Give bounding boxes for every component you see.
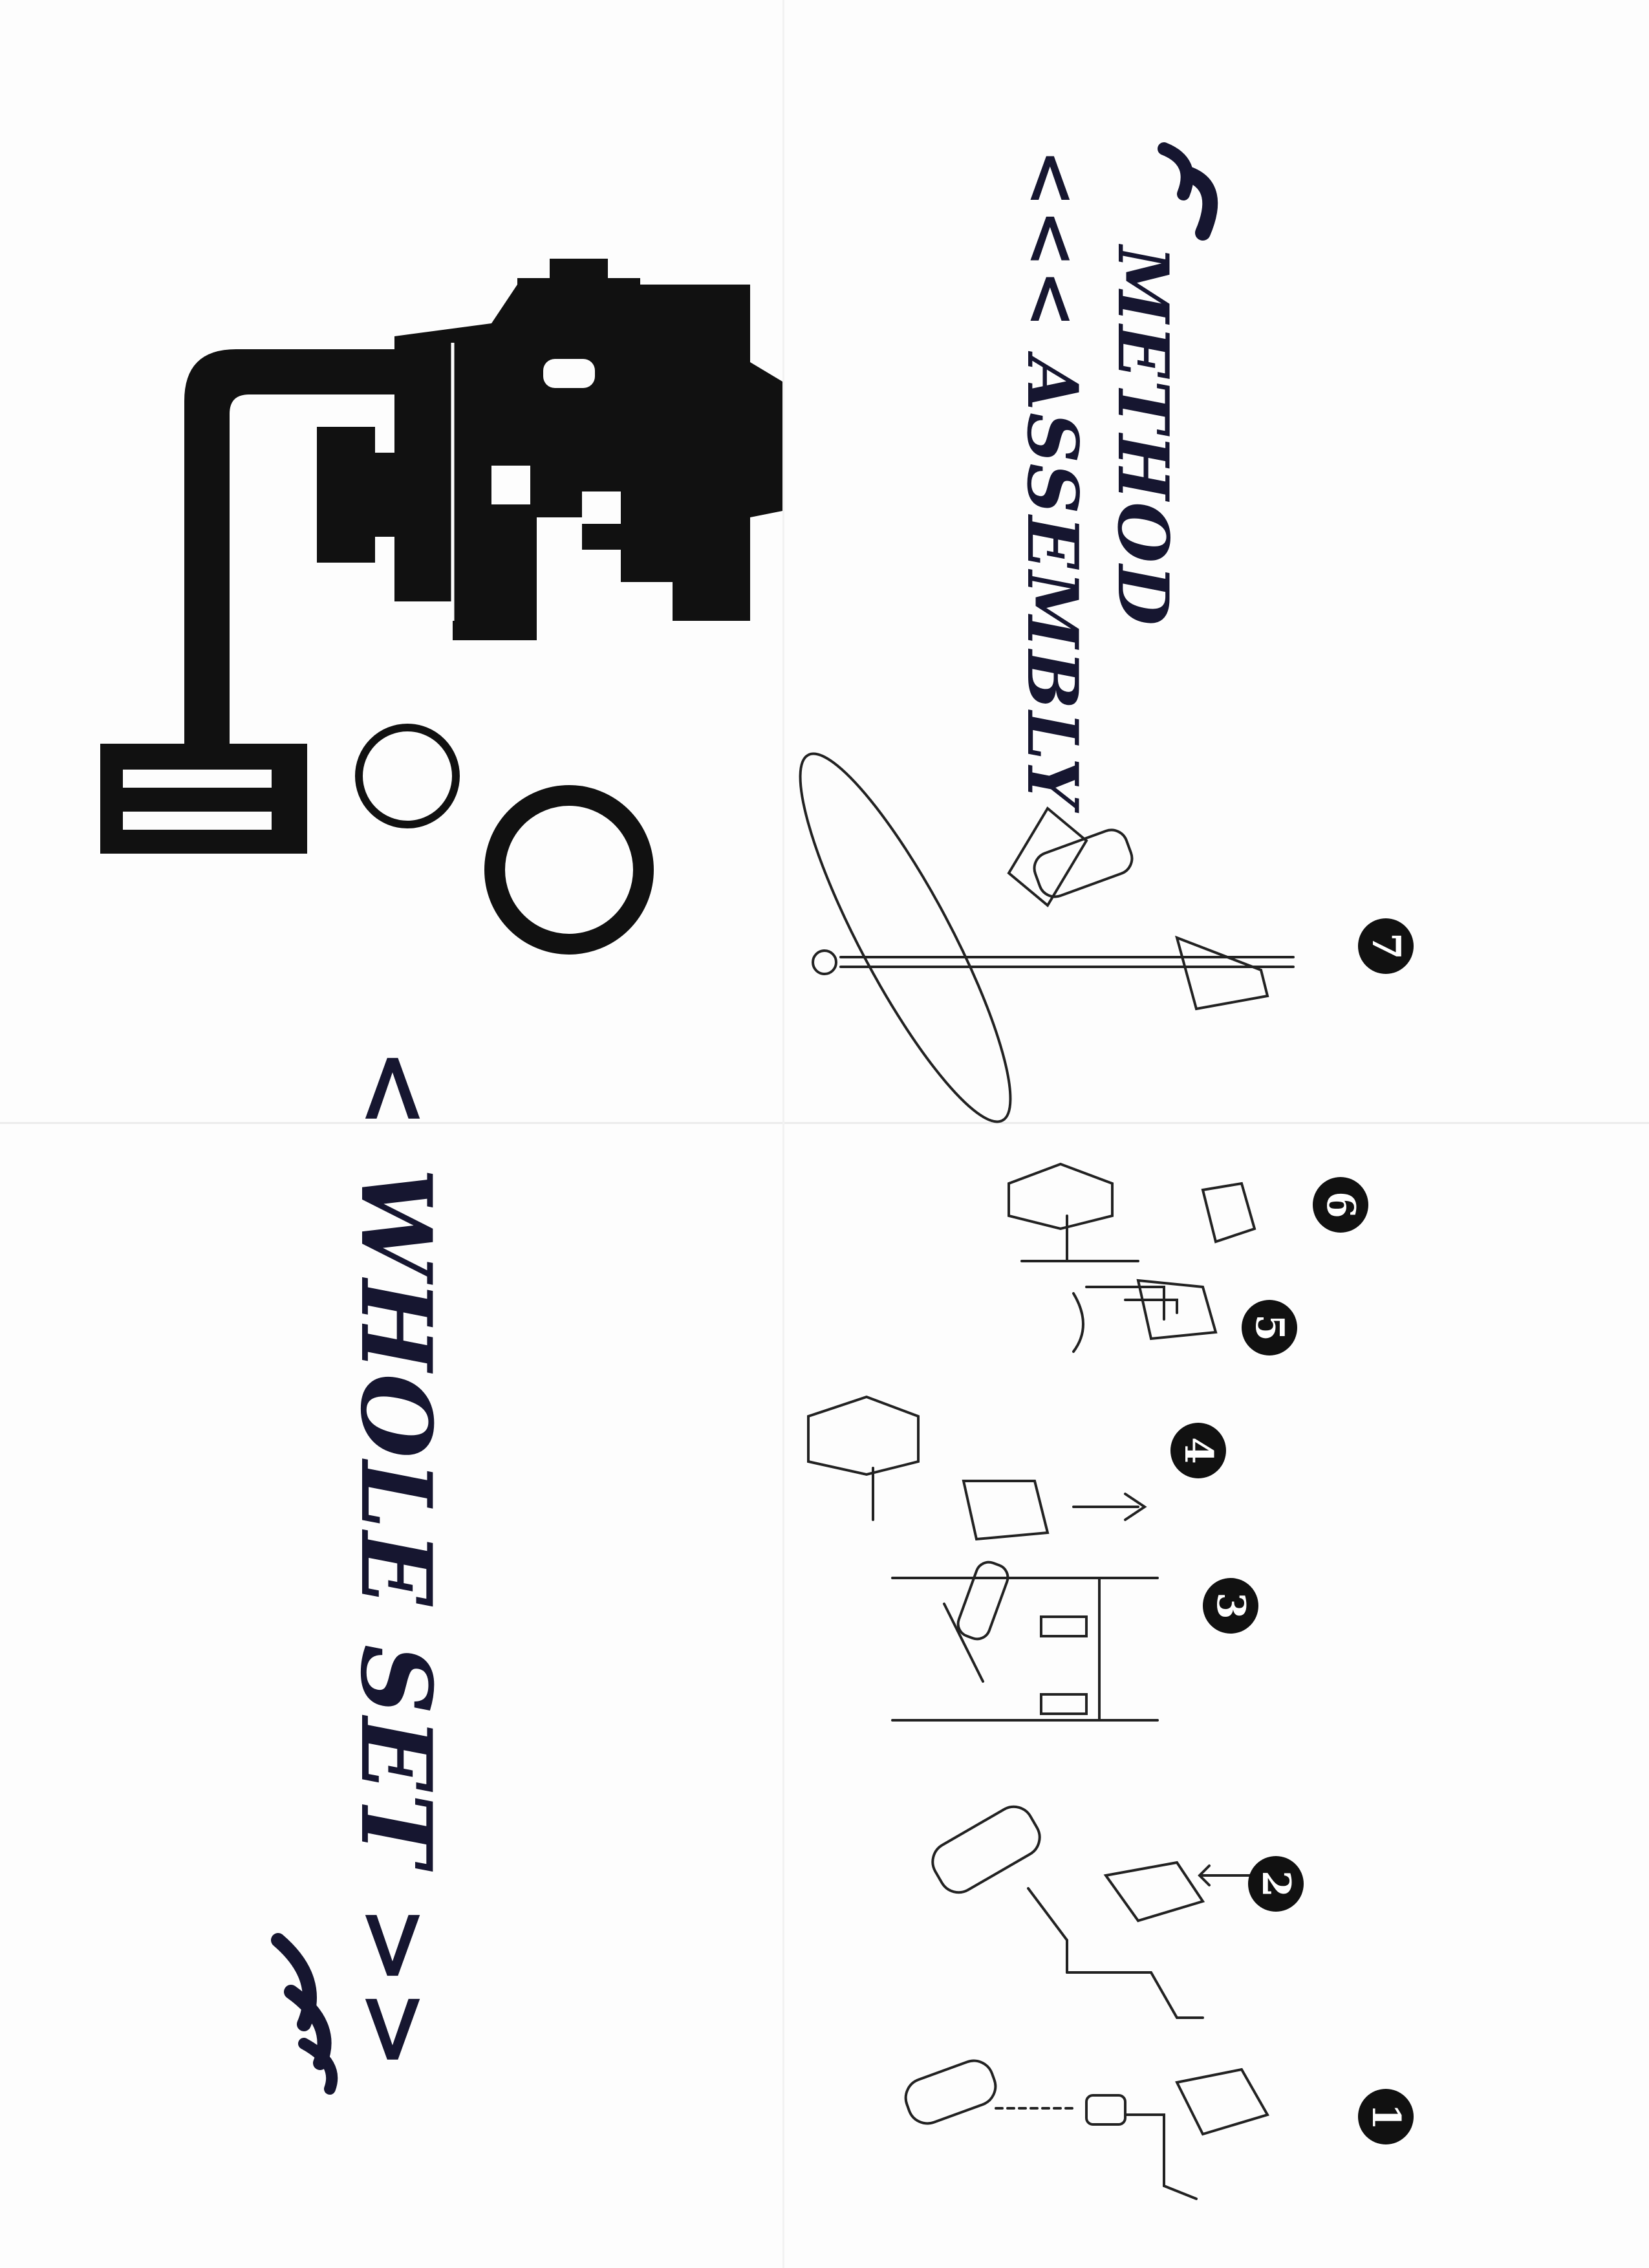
step-3-diagram (891, 1561, 1159, 1722)
step-badge-5: 5 (1242, 1300, 1297, 1355)
step-badge-6: 6 (1313, 1177, 1368, 1233)
step-5-diagram (1072, 1279, 1218, 1353)
step-1-diagram (904, 2059, 1269, 2200)
step-badge-7: 7 (1358, 918, 1414, 974)
assembly-title-line2: METHOD (1102, 246, 1183, 628)
signal-waves-icon (271, 1933, 338, 2095)
step-badge-2: 2 (1248, 1856, 1304, 1912)
step-6-diagram (1008, 1162, 1256, 1321)
step-2-diagram (931, 1805, 1273, 2019)
microphone-clip-holder-icon (100, 259, 782, 854)
step-badge-4: 4 (1170, 1423, 1226, 1478)
assembly-title-line1: <<< ASSEMBLY (1011, 149, 1093, 810)
headline-text: WHOLE SET >> (339, 1167, 453, 2073)
step-7-diagram (799, 752, 1295, 1123)
fold-line-vertical (782, 0, 784, 2268)
fold-line-horizontal (0, 1122, 1649, 1124)
small-o-ring-icon (355, 724, 460, 828)
signal-waves-icon (1158, 142, 1218, 241)
step-badge-1: 1 (1358, 2089, 1414, 2144)
headline-arrow: < (339, 1048, 453, 1132)
step-badge-3: 3 (1203, 1578, 1258, 1634)
headline-whole-set: < WHOLE SET >> (339, 1048, 453, 2073)
large-o-ring-icon (484, 785, 654, 955)
step-4-diagram (807, 1395, 1147, 1541)
